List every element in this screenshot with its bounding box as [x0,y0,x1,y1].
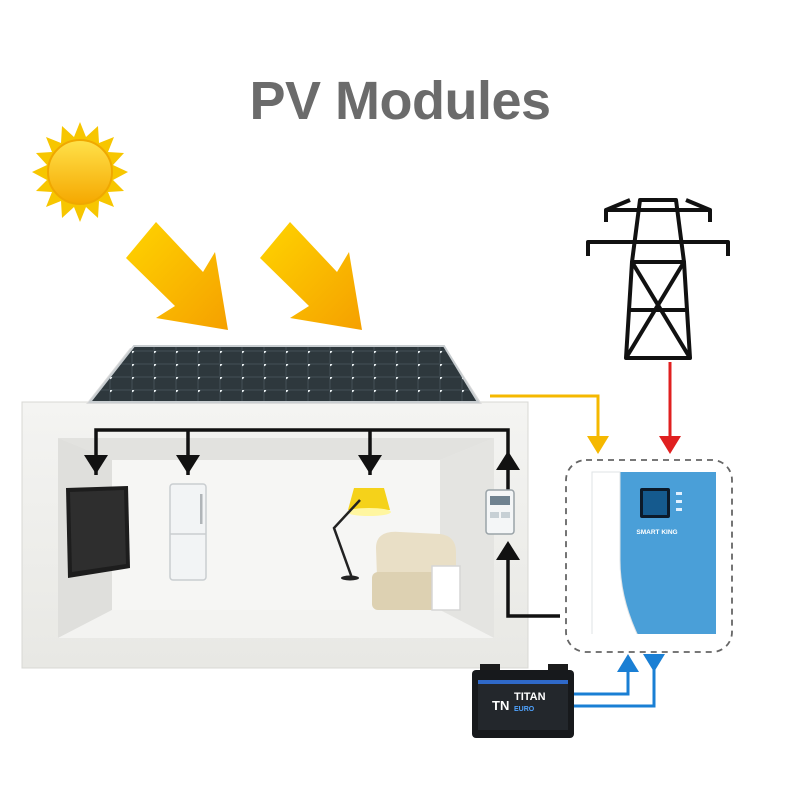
page-title: PV Modules [249,71,551,131]
load-arrows [84,451,520,560]
tv-icon [66,486,130,578]
refrigerator-icon [169,483,207,581]
sunlight-arrow-icon [126,222,228,330]
pv-connection [490,394,609,454]
battery-sub: EURO [514,706,535,713]
inverter-icon: SMART KING [586,471,726,642]
electric-meter-icon [485,489,515,535]
inverter-highlight [565,459,733,653]
sunlight-arrow-icon [260,222,362,330]
inverter-brand: SMART KING [636,529,677,536]
solar-panel-icon [86,345,482,404]
floor-lamp-icon [332,488,391,581]
power-tower-icon [586,198,730,360]
battery-arrows [617,654,665,672]
battery-logo: TN [492,698,509,713]
battery-brand: TITAN [514,691,546,703]
battery-connection [570,668,656,708]
grid-connection [659,362,681,454]
sofa-icon [372,531,461,611]
battery-icon: TN TITAN EURO [472,664,574,738]
sun-icon [32,122,128,222]
